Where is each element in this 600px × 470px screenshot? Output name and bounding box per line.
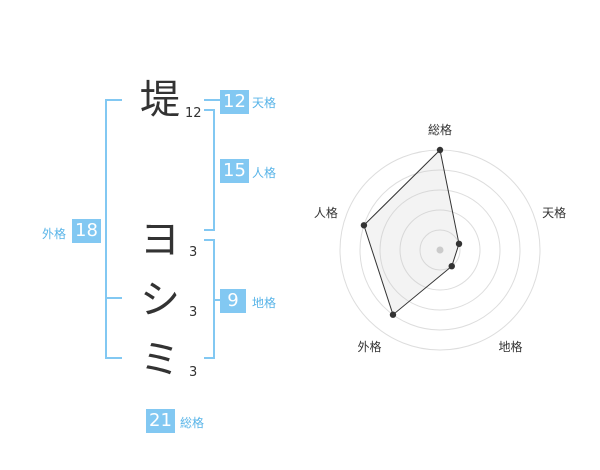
tenkaku-label: 天格: [252, 96, 277, 110]
radar-grid-ring-4: [359, 169, 521, 331]
radar-point-2: [455, 240, 463, 248]
chikaku-label: 地格: [252, 296, 277, 310]
tenkaku-value-badge: 12: [220, 90, 249, 114]
jinkaku-value-badge: 15: [220, 159, 249, 183]
radar-grid-ring-1: [419, 229, 461, 271]
stroke-count-3: 3: [189, 305, 198, 320]
stroke-count-4: 3: [189, 365, 198, 380]
radar-grid-ring-3: [379, 189, 501, 311]
radar-axis-label-5: 人格: [314, 205, 338, 220]
gaikaku-bracket: [105, 99, 122, 359]
name-char-4: ミ: [140, 337, 180, 383]
gaikaku-value-badge: 18: [72, 219, 101, 243]
radar-axis-label-2: 天格: [542, 205, 566, 220]
soukaku-label: 総格: [180, 416, 205, 430]
radar-center-dot: [436, 246, 444, 254]
jinkaku-bracket: [204, 109, 215, 231]
radar-point-3: [448, 262, 455, 270]
radar-axis-label-3: 地格: [498, 339, 522, 354]
jinkaku-label: 人格: [252, 166, 277, 180]
radar-grid-ring-2: [399, 209, 481, 291]
name-char-2: ヨ: [140, 217, 180, 263]
gaikaku-label: 外格: [42, 227, 67, 241]
name-char-1: 堤: [140, 77, 180, 123]
radar-point-5: [360, 222, 368, 229]
radar-axis-label-4: 外格: [357, 339, 381, 354]
chikaku-value-badge: 9: [220, 289, 246, 313]
name-char-3: シ: [140, 277, 180, 323]
stroke-count-1: 12: [185, 106, 202, 121]
radar-point-1: [436, 146, 444, 154]
radar-point-4: [389, 311, 397, 318]
soukaku-value-badge: 21: [146, 409, 175, 433]
radar-axis-label-1: 総格: [428, 122, 452, 137]
radar-data-polygon: [363, 148, 460, 316]
stroke-count-2: 3: [189, 245, 198, 260]
